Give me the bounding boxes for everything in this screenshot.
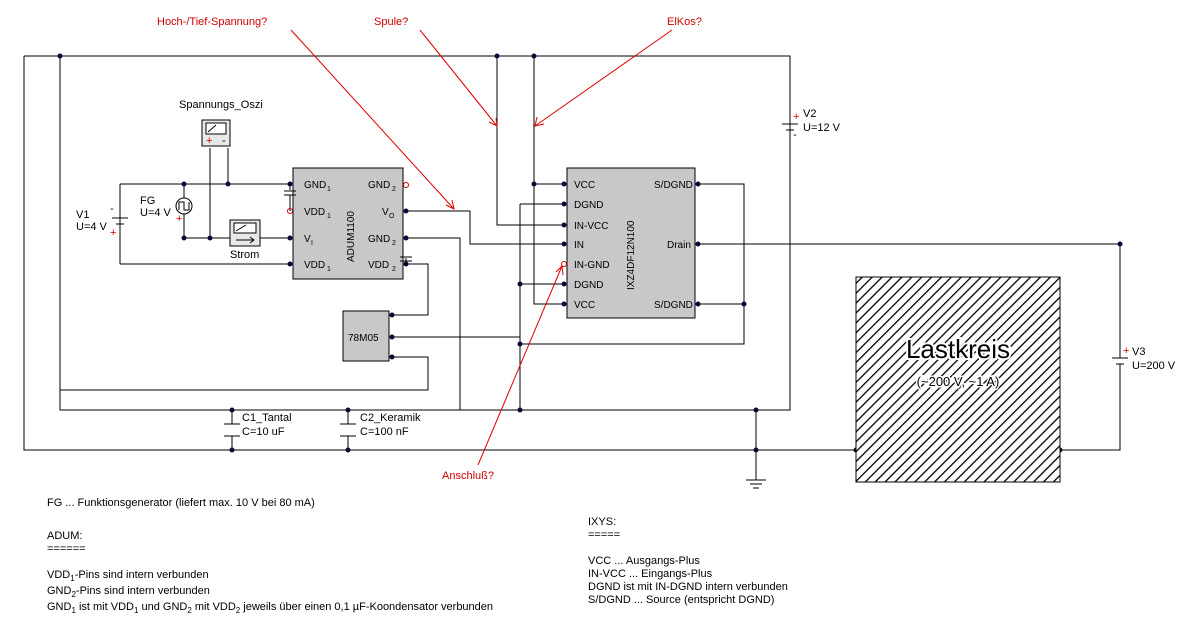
note-adum: ADUM: ====== VDD1-Pins sind intern verbu… xyxy=(47,530,494,616)
svg-text:V1: V1 xyxy=(76,209,89,221)
voltage-scope: + - Spannungs_Oszi xyxy=(179,99,263,147)
svg-text:Spule?: Spule? xyxy=(374,16,408,28)
svg-text:-: - xyxy=(222,135,226,147)
svg-text:VCC: VCC xyxy=(574,300,595,311)
battery-v3: + V3 U=200 V xyxy=(1112,345,1176,372)
svg-text:VDD: VDD xyxy=(368,260,389,271)
svg-text:(~200 V, ~1 A): (~200 V, ~1 A) xyxy=(917,374,1000,389)
svg-text:DGND: DGND xyxy=(574,200,603,211)
svg-text:ADUM1100: ADUM1100 xyxy=(346,211,357,262)
svg-text:V3: V3 xyxy=(1132,346,1145,358)
svg-text:+: + xyxy=(1123,345,1129,357)
svg-text:VDD: VDD xyxy=(304,260,325,271)
junction-dots xyxy=(57,53,1123,453)
svg-text:I: I xyxy=(311,240,313,247)
annotation-hoch-tief: Hoch-/Tief-Spannung? xyxy=(157,16,455,210)
annotation-anschluss: Anschluß? xyxy=(442,264,564,482)
svg-text:Strom: Strom xyxy=(230,249,259,261)
svg-text:1: 1 xyxy=(327,266,331,273)
svg-text:IXZ4DF12N100: IXZ4DF12N100 xyxy=(626,220,637,290)
svg-text:GND: GND xyxy=(368,234,390,245)
annotation-elkos: ElKos? xyxy=(534,16,702,127)
note-fg: FG ... Funktionsgenerator (liefert max. … xyxy=(47,497,315,509)
svg-text:FG: FG xyxy=(140,195,155,207)
svg-text:V2: V2 xyxy=(803,108,816,120)
svg-text:V: V xyxy=(382,207,389,218)
svg-text:VCC: VCC xyxy=(574,180,595,191)
svg-text:C2_Keramik: C2_Keramik xyxy=(360,412,421,424)
svg-text:C1_Tantal: C1_Tantal xyxy=(242,412,292,424)
note-ixys: IXYS: ===== VCC ... Ausgangs-Plus IN-VCC… xyxy=(588,516,788,606)
svg-text:2: 2 xyxy=(392,266,396,273)
capacitor-c1: C1_Tantal C=10 uF xyxy=(224,412,292,438)
svg-text:+: + xyxy=(206,135,212,147)
svg-text:C=10 uF: C=10 uF xyxy=(242,426,285,438)
svg-text:Spannungs_Oszi: Spannungs_Oszi xyxy=(179,99,263,111)
svg-text:U=4 V: U=4 V xyxy=(76,221,108,233)
capacitor-c2: C2_Keramik C=100 nF xyxy=(340,412,421,438)
regulator-78m05: 78M05 xyxy=(342,310,390,362)
svg-text:2: 2 xyxy=(392,186,396,193)
svg-text:O: O xyxy=(389,213,395,220)
wires xyxy=(23,55,1121,480)
ixys-driver-chip: VCC DGND IN-VCC IN IN-GND DGND VCC S/DGN… xyxy=(561,167,696,319)
svg-text:Anschluß?: Anschluß? xyxy=(442,470,494,482)
svg-text:1: 1 xyxy=(327,186,331,193)
ammeter-strom: Strom xyxy=(229,219,261,261)
battery-v2: + - V2 U=12 V xyxy=(782,108,841,141)
svg-text:1: 1 xyxy=(327,213,331,220)
svg-text:IN: IN xyxy=(574,240,584,251)
svg-text:ElKos?: ElKos? xyxy=(667,16,702,28)
svg-text:U=4 V: U=4 V xyxy=(140,207,172,219)
svg-text:VDD: VDD xyxy=(304,207,325,218)
svg-text:+: + xyxy=(176,213,182,225)
svg-text:78M05: 78M05 xyxy=(348,333,379,344)
svg-text:-: - xyxy=(793,129,797,141)
svg-text:-: - xyxy=(110,203,114,215)
svg-text:S/DGND: S/DGND xyxy=(654,180,693,191)
svg-text:Hoch-/Tief-Spannung?: Hoch-/Tief-Spannung? xyxy=(157,16,267,28)
svg-text:C=100 nF: C=100 nF xyxy=(360,426,409,438)
svg-text:+: + xyxy=(110,227,116,239)
svg-text:GND: GND xyxy=(368,180,390,191)
function-generator-fg: FG U=4 V + xyxy=(140,195,193,225)
svg-text:Lastkreis: Lastkreis xyxy=(906,334,1010,364)
svg-text:U=12 V: U=12 V xyxy=(803,122,841,134)
svg-text:2: 2 xyxy=(392,240,396,247)
svg-text:V: V xyxy=(304,234,311,245)
battery-v1: - + V1 U=4 V xyxy=(76,203,128,239)
svg-text:GND: GND xyxy=(304,180,326,191)
load-circuit-block: Lastkreis (~200 V, ~1 A) xyxy=(855,276,1061,483)
svg-text:+: + xyxy=(793,111,799,123)
ground-icon xyxy=(746,479,766,489)
svg-text:Drain: Drain xyxy=(667,240,691,251)
svg-text:IN-GND: IN-GND xyxy=(574,260,610,271)
annotation-spule: Spule? xyxy=(374,16,498,127)
svg-text:IN-VCC: IN-VCC xyxy=(574,221,608,232)
svg-text:DGND: DGND xyxy=(574,280,603,291)
svg-text:U=200 V: U=200 V xyxy=(1132,360,1176,372)
svg-text:S/DGND: S/DGND xyxy=(654,300,693,311)
